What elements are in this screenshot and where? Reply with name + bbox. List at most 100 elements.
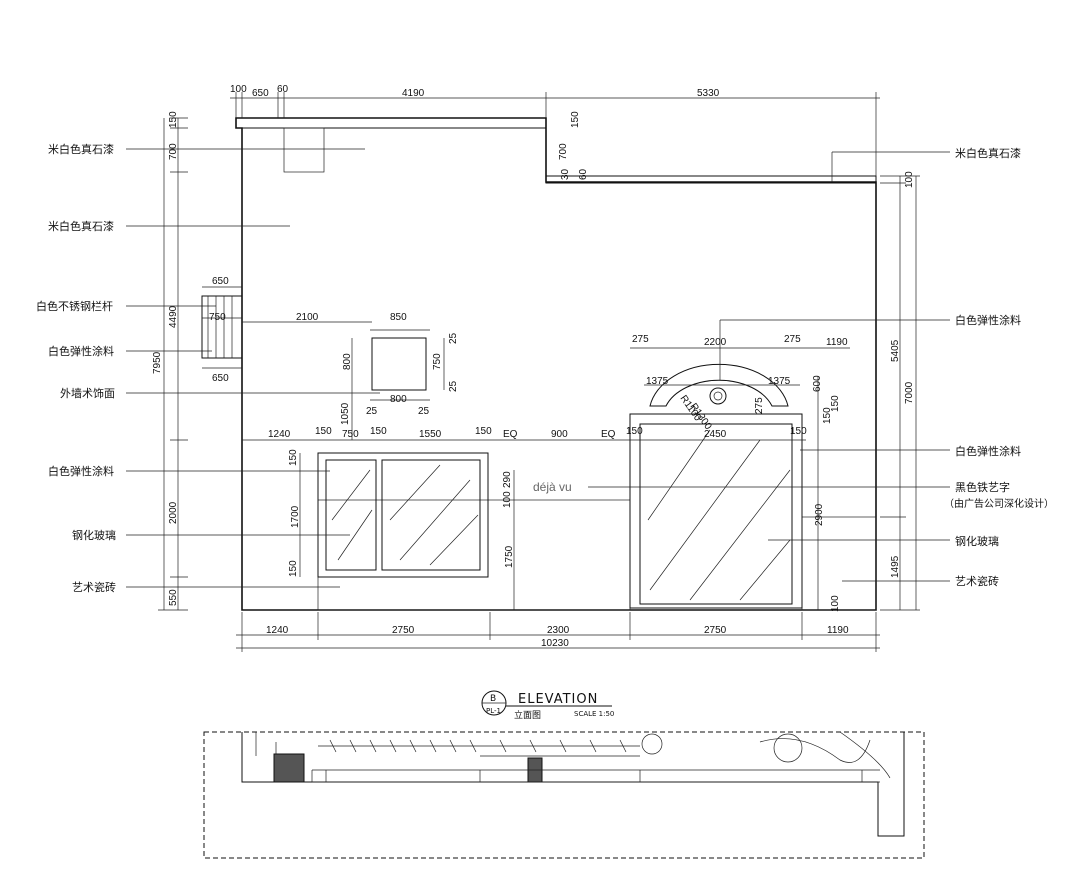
callout-label: 米白色真石漆 <box>48 142 114 156</box>
dim-text: 275 <box>754 397 765 414</box>
dim-text: EQ <box>503 429 518 440</box>
dim-text: 100 <box>502 491 513 508</box>
dim-text: 550 <box>168 589 179 606</box>
dim-text: 1750 <box>504 545 515 568</box>
dim-text: 25 <box>448 380 459 392</box>
title-sub: 立面图 <box>514 709 541 721</box>
dim-text: 150 <box>315 426 332 437</box>
dim-text: 650 <box>212 276 229 287</box>
dim-text: 2750 <box>704 625 727 636</box>
top-notch <box>283 127 325 173</box>
dim-text: 290 <box>502 471 513 488</box>
side-railing <box>201 295 243 359</box>
notch-dimensions: 150 700 30 60 <box>558 111 589 180</box>
dim-text: 2100 <box>296 312 319 323</box>
dim-text: 150 <box>822 407 833 424</box>
dim-text: 1190 <box>826 337 848 348</box>
callout-label: 白色弹性涂料 <box>48 464 114 478</box>
dim-text: 7000 <box>904 381 915 404</box>
callout-label: 米白色真石漆 <box>48 219 114 233</box>
dim-text: 150 <box>475 426 492 437</box>
dim-text: 150 <box>570 111 581 128</box>
dim-text: 5405 <box>890 339 901 362</box>
dim-text: 100 <box>830 595 841 612</box>
wood-sign-panel <box>371 337 427 391</box>
drawing-title: B PL-1 ELEVATION 立面图 SCALE 1:50 <box>481 690 614 721</box>
callout-label: 艺术瓷砖 <box>955 574 999 588</box>
dim-text: 150 <box>626 426 643 437</box>
dim-text: 60 <box>277 84 289 95</box>
dim-text: 7950 <box>152 351 163 374</box>
dim-text: 650 <box>212 373 229 384</box>
callout-label: 白色不锈钢栏杆 <box>36 299 113 313</box>
dim-text: 4490 <box>168 305 179 328</box>
dim-text: 2450 <box>704 429 727 440</box>
dimension-lines <box>158 92 920 652</box>
dim-text: 750 <box>342 429 359 440</box>
dim-text: 25 <box>366 406 378 417</box>
callout-label: 白色弹性涂料 <box>955 444 1021 458</box>
dim-text: 25 <box>418 406 430 417</box>
floor-plan <box>203 731 925 859</box>
callout-label: 艺术瓷砖 <box>72 580 116 594</box>
callout-label: 钢化玻璃 <box>955 534 999 548</box>
dim-text: 1190 <box>827 625 849 636</box>
callout-label: 黑色铁艺字 <box>955 480 1010 494</box>
dim-text: 150 <box>288 560 299 577</box>
callout-label: （由广告公司深化设计） <box>944 497 1054 510</box>
right-callouts: 米白色真石漆 白色弹性涂料 白色弹性涂料 黑色铁艺字 （由广告公司深化设计） 钢… <box>944 146 1054 588</box>
dim-text: 100 <box>230 84 247 95</box>
railing-dimensions: 650 750 650 <box>209 276 229 384</box>
dim-text: 2000 <box>168 501 179 524</box>
dim-text: 1240 <box>268 429 291 440</box>
dim-text: 30 <box>560 168 571 180</box>
dim-text: 2300 <box>547 625 570 636</box>
dim-text: 700 <box>558 143 569 160</box>
dim-text: 1240 <box>266 625 289 636</box>
mid-dimensions: 100 290 1750 <box>502 471 515 568</box>
dim-text: 150 <box>168 111 179 128</box>
dim-text: 2750 <box>392 625 415 636</box>
sign-text: déjà vu <box>533 480 572 494</box>
bottom-dimensions: 1240 2750 2300 2750 1190 10230 <box>266 625 849 649</box>
parapet-cap <box>235 117 547 129</box>
bubble-sheet: PL-1 <box>486 707 501 715</box>
dim-text: 150 <box>370 426 387 437</box>
dim-text: 750 <box>209 312 226 323</box>
dim-text: 275 <box>632 334 649 345</box>
right-dimensions: 100 5405 7000 2900 1495 100 <box>814 171 915 612</box>
callout-label: 米白色真石漆 <box>955 146 1021 160</box>
left-callouts: 米白色真石漆 米白色真石漆 白色不锈钢栏杆 白色弹性涂料 外墙术饰面 白色弹性涂… <box>36 142 116 594</box>
dim-text: 650 <box>252 88 269 99</box>
dim-text: 1700 <box>290 505 301 528</box>
top-dimensions: 100 650 60 4190 5330 <box>230 84 720 99</box>
dim-text: 1550 <box>419 429 442 440</box>
dim-text: 1495 <box>890 555 901 578</box>
title-scale: SCALE 1:50 <box>574 710 614 718</box>
dim-text: 1375 <box>768 376 791 387</box>
dim-text: 1050 <box>340 402 351 425</box>
callout-label: 白色弹性涂料 <box>955 313 1021 327</box>
leader-lines <box>126 148 950 588</box>
building-facade <box>235 117 877 611</box>
dim-text: 2900 <box>814 503 825 526</box>
dim-text: 750 <box>432 353 443 370</box>
dim-text: 2200 <box>704 337 727 348</box>
dim-text: 850 <box>390 312 407 323</box>
window-left-dimensions: 150 1700 150 <box>288 449 301 577</box>
dim-total: 10230 <box>541 638 569 649</box>
dim-text: 5330 <box>697 88 720 99</box>
dim-text: 60 <box>578 168 589 180</box>
arch-decor <box>649 363 789 407</box>
signbox-dimensions: 2100 850 25 750 25 800 800 25 25 1050 <box>296 312 459 425</box>
callout-label: 外墙术饰面 <box>60 386 115 400</box>
dim-text: 150 <box>790 426 807 437</box>
parapet-cap-right <box>545 175 877 184</box>
left-dimensions: 150 700 4490 7950 2000 550 <box>152 111 179 606</box>
callout-label: 白色弹性涂料 <box>48 344 114 358</box>
dim-text: 800 <box>342 353 353 370</box>
dim-text: 25 <box>448 332 459 344</box>
dim-text: 800 <box>390 394 407 405</box>
dim-text: 150 <box>830 395 841 412</box>
